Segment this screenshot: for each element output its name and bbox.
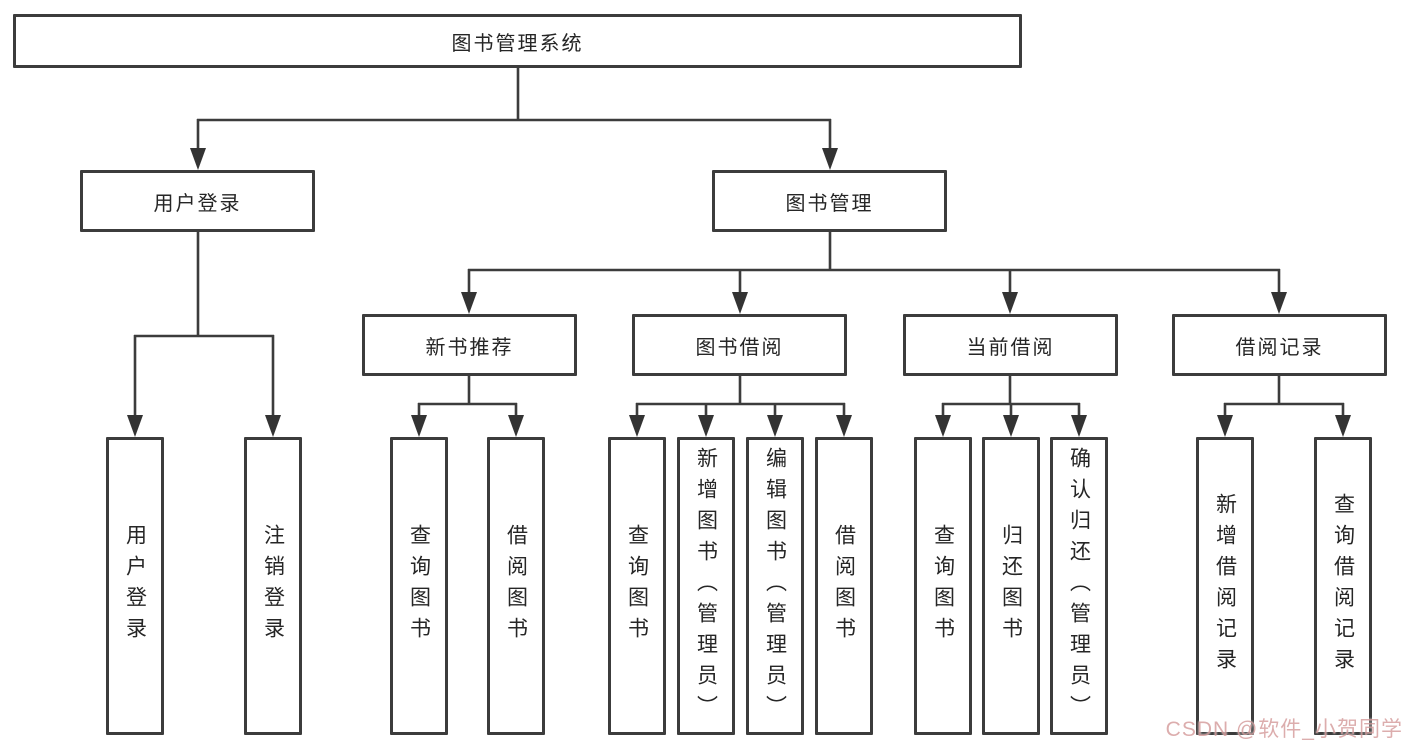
node-label: 新书推荐 bbox=[425, 336, 514, 359]
node-label: 查询图书 bbox=[407, 524, 431, 648]
node-label: 新增借阅记录 bbox=[1213, 493, 1237, 679]
node-label: 图书借阅 bbox=[695, 336, 784, 359]
node-current-borrowing: 当前借阅 bbox=[903, 314, 1118, 376]
leaf-add-borrow-record: 新增借阅记录 bbox=[1196, 437, 1254, 735]
node-label: 查询图书 bbox=[625, 524, 649, 648]
node-label: 图书管理系统 bbox=[451, 32, 584, 55]
leaf-confirm-return-admin: 确认归还（管理员） bbox=[1050, 437, 1108, 735]
node-label: 查询借阅记录 bbox=[1331, 493, 1355, 679]
leaf-user-login: 用户登录 bbox=[106, 437, 164, 735]
csdn-watermark: CSDN @软件_小贺同学 bbox=[1165, 718, 1403, 741]
node-label: 借阅图书 bbox=[832, 524, 856, 648]
node-label: 确认归还（管理员） bbox=[1067, 446, 1091, 726]
node-label: 借阅记录 bbox=[1235, 336, 1324, 359]
node-label: 借阅图书 bbox=[504, 524, 528, 648]
leaf-return-books: 归还图书 bbox=[982, 437, 1040, 735]
leaf-logout-login: 注销登录 bbox=[244, 437, 302, 735]
node-book-management: 图书管理 bbox=[712, 170, 947, 232]
leaf-edit-books-admin: 编辑图书（管理员） bbox=[746, 437, 804, 735]
node-user-login: 用户登录 bbox=[80, 170, 315, 232]
arrowheads bbox=[127, 148, 1351, 437]
node-label: 图书管理 bbox=[785, 192, 874, 215]
node-label: 用户登录 bbox=[153, 192, 242, 215]
leaf-borrow-books-borrowing: 借阅图书 bbox=[815, 437, 873, 735]
leaf-query-borrow-record: 查询借阅记录 bbox=[1314, 437, 1372, 735]
node-library-management-system: 图书管理系统 bbox=[13, 14, 1022, 68]
node-label: 编辑图书（管理员） bbox=[763, 446, 787, 726]
node-book-borrowing: 图书借阅 bbox=[632, 314, 847, 376]
leaf-borrow-books-recommend: 借阅图书 bbox=[487, 437, 545, 735]
node-borrowing-records: 借阅记录 bbox=[1172, 314, 1387, 376]
leaf-query-books-borrowing: 查询图书 bbox=[608, 437, 666, 735]
node-label: 新增图书（管理员） bbox=[694, 446, 718, 726]
node-label: 用户登录 bbox=[123, 524, 147, 648]
leaf-query-books-current: 查询图书 bbox=[914, 437, 972, 735]
leaf-query-books-recommend: 查询图书 bbox=[390, 437, 448, 735]
node-label: 归还图书 bbox=[999, 524, 1023, 648]
node-label: 当前借阅 bbox=[966, 336, 1055, 359]
node-label: 查询图书 bbox=[931, 524, 955, 648]
node-label: 注销登录 bbox=[261, 524, 285, 648]
leaf-add-books-admin: 新增图书（管理员） bbox=[677, 437, 735, 735]
node-new-book-recommendation: 新书推荐 bbox=[362, 314, 577, 376]
